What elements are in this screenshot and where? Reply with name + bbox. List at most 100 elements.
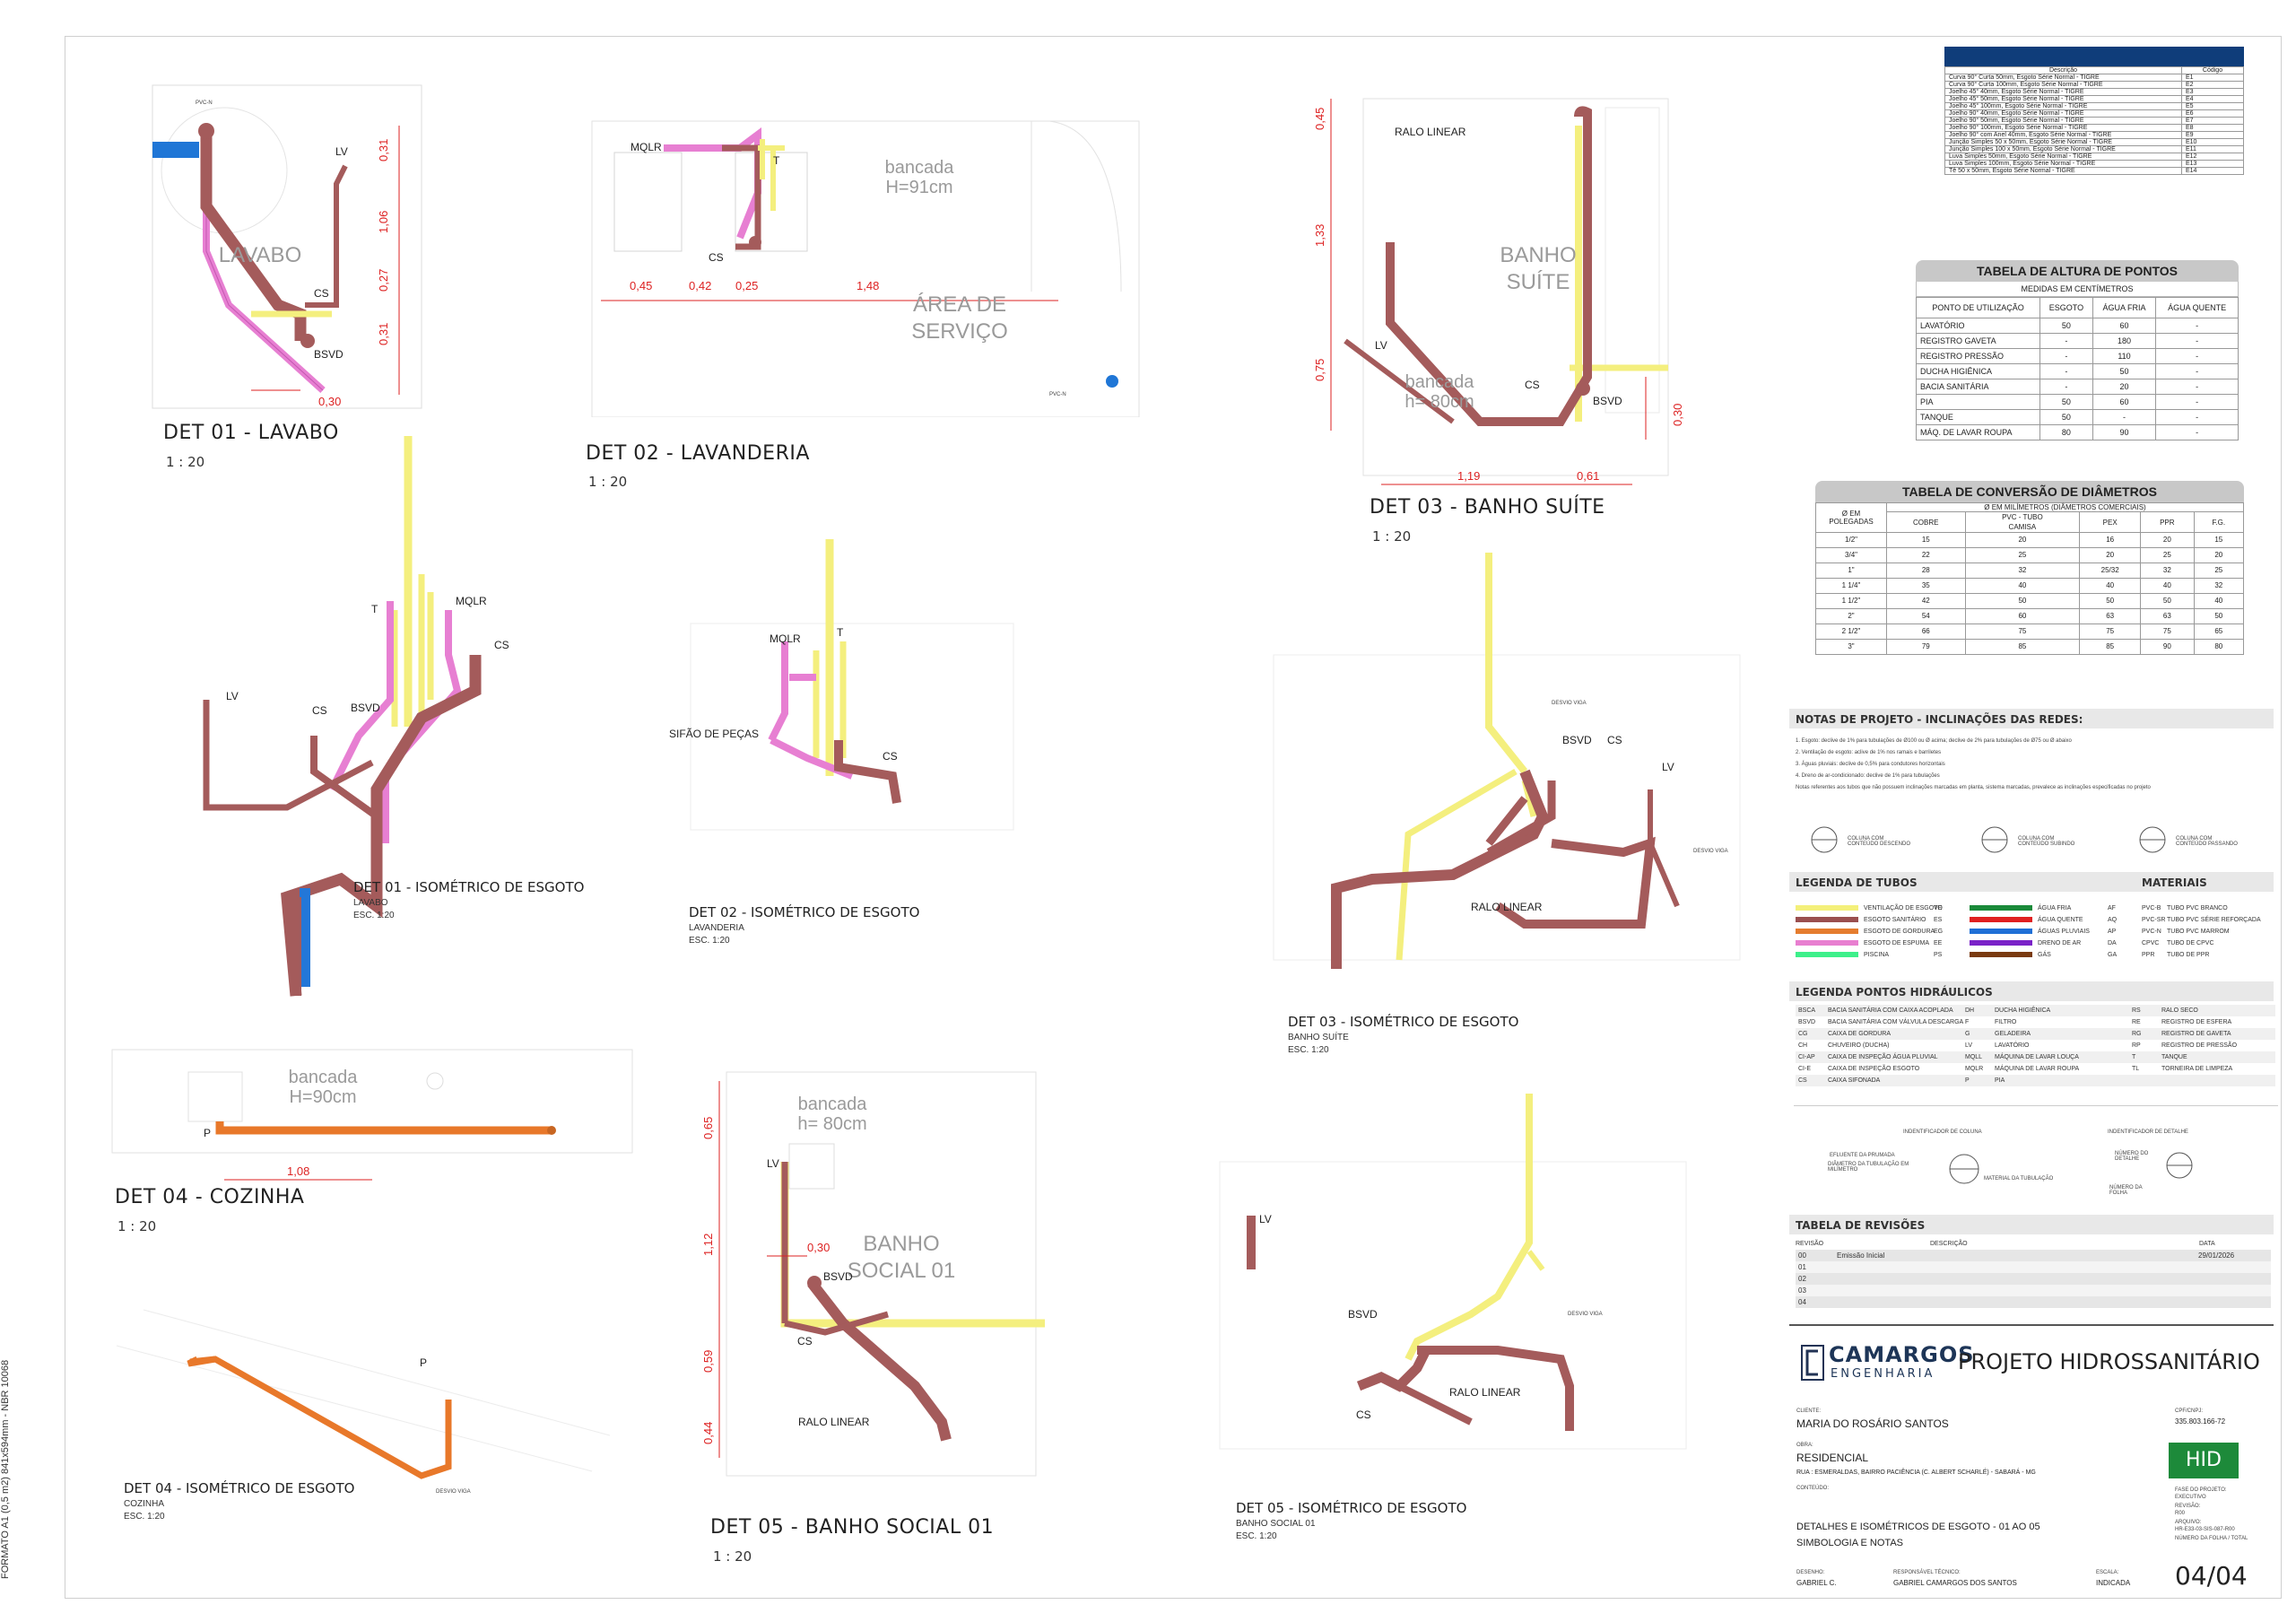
note-item: 3. Águas pluviais: declive de 0,5% para … xyxy=(1796,762,1945,767)
svg-text:0,31: 0,31 xyxy=(377,139,390,161)
iso03-title: DET 03 - ISOMÉTRICO DE ESGOTO xyxy=(1288,1014,1519,1030)
iso03-sub: BANHO SUÍTE xyxy=(1288,1033,1349,1042)
client-label: CLIENTE: xyxy=(1796,1408,1822,1414)
tube-swatch xyxy=(1796,905,1858,911)
material-code: PVC-B xyxy=(2142,905,2161,911)
det03-bancada-label: bancada h= 80cm xyxy=(1405,372,1474,412)
conversion-table-title: TABELA DE CONVERSÃO DE DIÂMETROS xyxy=(1815,481,2244,502)
content-label: CONTEÚDO: xyxy=(1796,1486,1829,1491)
points-cell: REGISTRO DE GAVETA xyxy=(2161,1031,2231,1037)
conv-cell: 1 1/4" xyxy=(1815,578,1887,594)
alt-row: BACIA SANITÁRIA-20- xyxy=(1915,379,2239,395)
svg-text:1,48: 1,48 xyxy=(857,279,879,292)
identifiers: INDENTIFICADOR DE COLUNA INDENTIFICADOR … xyxy=(1794,1105,2278,1205)
file-label: ARQUIVO: xyxy=(2175,1520,2202,1525)
tube-code: EG xyxy=(1934,929,1944,935)
alt-header: ÁGUA FRIA xyxy=(2092,297,2157,318)
svg-text:0,31: 0,31 xyxy=(377,323,390,345)
design-value: GABRIEL C. xyxy=(1796,1579,1837,1587)
project-title: PROJETO HIDROSSANITÁRIO xyxy=(1958,1349,2260,1374)
material-desc: TUBO PVC SÉRIE REFORÇADA xyxy=(2167,917,2261,923)
iso05-lv-label: LV xyxy=(1259,1213,1272,1225)
det04-plan: 1,08 xyxy=(111,1049,633,1181)
conn-desc: Joelho 90° 50mm, Esgoto Série Normal - T… xyxy=(1944,117,2182,125)
obra-value: RESIDENCIAL xyxy=(1796,1452,1869,1464)
conn-header-desc: Descrição xyxy=(1944,66,2182,74)
tubes-band xyxy=(1789,872,2274,892)
alt-cell: 110 xyxy=(2092,348,2157,364)
det01-pvc-label: PVC-N xyxy=(196,100,213,106)
content-line2: SIMBOLOGIA E NOTAS xyxy=(1796,1538,1903,1548)
note-item: 2. Ventilação de esgoto: aclive de 1% no… xyxy=(1796,750,1942,755)
conv-cell: 32 xyxy=(2193,578,2245,594)
det-identifier-sheet: NÚMERO DA FOLHA xyxy=(2109,1185,2143,1196)
tube-swatch xyxy=(1796,929,1858,935)
det05-lv-label: LV xyxy=(767,1157,779,1170)
det04-scale: 1 : 20 xyxy=(117,1218,157,1234)
iso01-sub: LAVABO xyxy=(353,898,388,908)
det03-scale: 1 : 20 xyxy=(1372,528,1412,545)
conn-code: E8 xyxy=(2181,124,2244,132)
obra-label: OBRA: xyxy=(1796,1443,1813,1448)
conv-cell: 22 xyxy=(1886,547,1966,563)
iso04-drawing xyxy=(116,1309,610,1479)
conn-desc: Joelho 45° 50mm, Esgoto Série Normal - T… xyxy=(1944,95,2182,103)
det03-plan: 0,45 1,33 0,75 0,30 1,19 0,61 xyxy=(1313,98,1684,485)
conv-cell: 25/32 xyxy=(2079,562,2142,579)
alt-cell: 60 xyxy=(2092,318,2157,334)
tube-code: GA xyxy=(2108,952,2118,958)
iso04-sub: COZINHA xyxy=(124,1499,164,1509)
conv-cell: 20 xyxy=(2193,547,2245,563)
alt-cell: MÁQ. DE LAVAR ROUPA xyxy=(1915,424,2041,440)
sewer-pipe-main xyxy=(200,130,307,341)
conv-header: PEX xyxy=(2079,511,2142,533)
points-cell: LAVATÓRIO xyxy=(1995,1042,2030,1049)
conv-cell: 32 xyxy=(1964,562,2081,579)
alt-cell: - xyxy=(2039,379,2093,395)
cpf-label: CPF/CNPJ: xyxy=(2175,1408,2204,1414)
alt-cell: - xyxy=(2039,333,2093,349)
conv-cell: 25 xyxy=(2140,547,2195,563)
tube-label: PISCINA xyxy=(1864,952,1890,958)
det05-cs-label: CS xyxy=(797,1335,813,1347)
points-cell: CG xyxy=(1798,1031,1808,1037)
iso01-scale: ESC. 1:20 xyxy=(353,911,395,920)
conv-header: PPR xyxy=(2140,511,2195,533)
svg-text:0,30: 0,30 xyxy=(1671,404,1684,426)
conv-cell: 20 xyxy=(2140,532,2195,548)
alt-cell: REGISTRO GAVETA xyxy=(1915,333,2041,349)
discipline-badge: HID xyxy=(2169,1443,2239,1478)
svg-text:0,59: 0,59 xyxy=(701,1350,715,1373)
points-cell: BSVD xyxy=(1798,1019,1816,1025)
det05-scale: 1 : 20 xyxy=(713,1548,752,1565)
notes-list: 1. Esgoto: declive de 1% para tubulações… xyxy=(1796,736,2271,794)
client-name: MARIA DO ROSÁRIO SANTOS xyxy=(1796,1417,1949,1430)
altitude-table: TABELA DE ALTURA DE PONTOS MEDIDAS EM CE… xyxy=(1915,260,2239,440)
conn-row: Curva 90° Curta 100mm, Esgoto Série Norm… xyxy=(1944,81,2244,89)
tube-label: ESGOTO DE GORDURA xyxy=(1864,929,1935,935)
tube-swatch xyxy=(1970,917,2032,923)
conn-row: Joelho 90° 40mm, Esgoto Série Normal - T… xyxy=(1944,109,2244,118)
rain-pipe-stub xyxy=(152,142,199,158)
det02-t-label: T xyxy=(773,154,780,167)
tubes-legend-title: LEGENDA DE TUBOS xyxy=(1796,876,1918,889)
alt-cell: 90 xyxy=(2092,424,2157,440)
conv-left-head: Ø EM POLEGADAS xyxy=(1815,502,1887,533)
alt-cell: 50 xyxy=(2092,363,2157,379)
alt-cell: 50 xyxy=(2039,409,2093,425)
iso01-mqlr-label: MQLR xyxy=(456,595,487,607)
conv-cell: 50 xyxy=(2193,608,2245,624)
